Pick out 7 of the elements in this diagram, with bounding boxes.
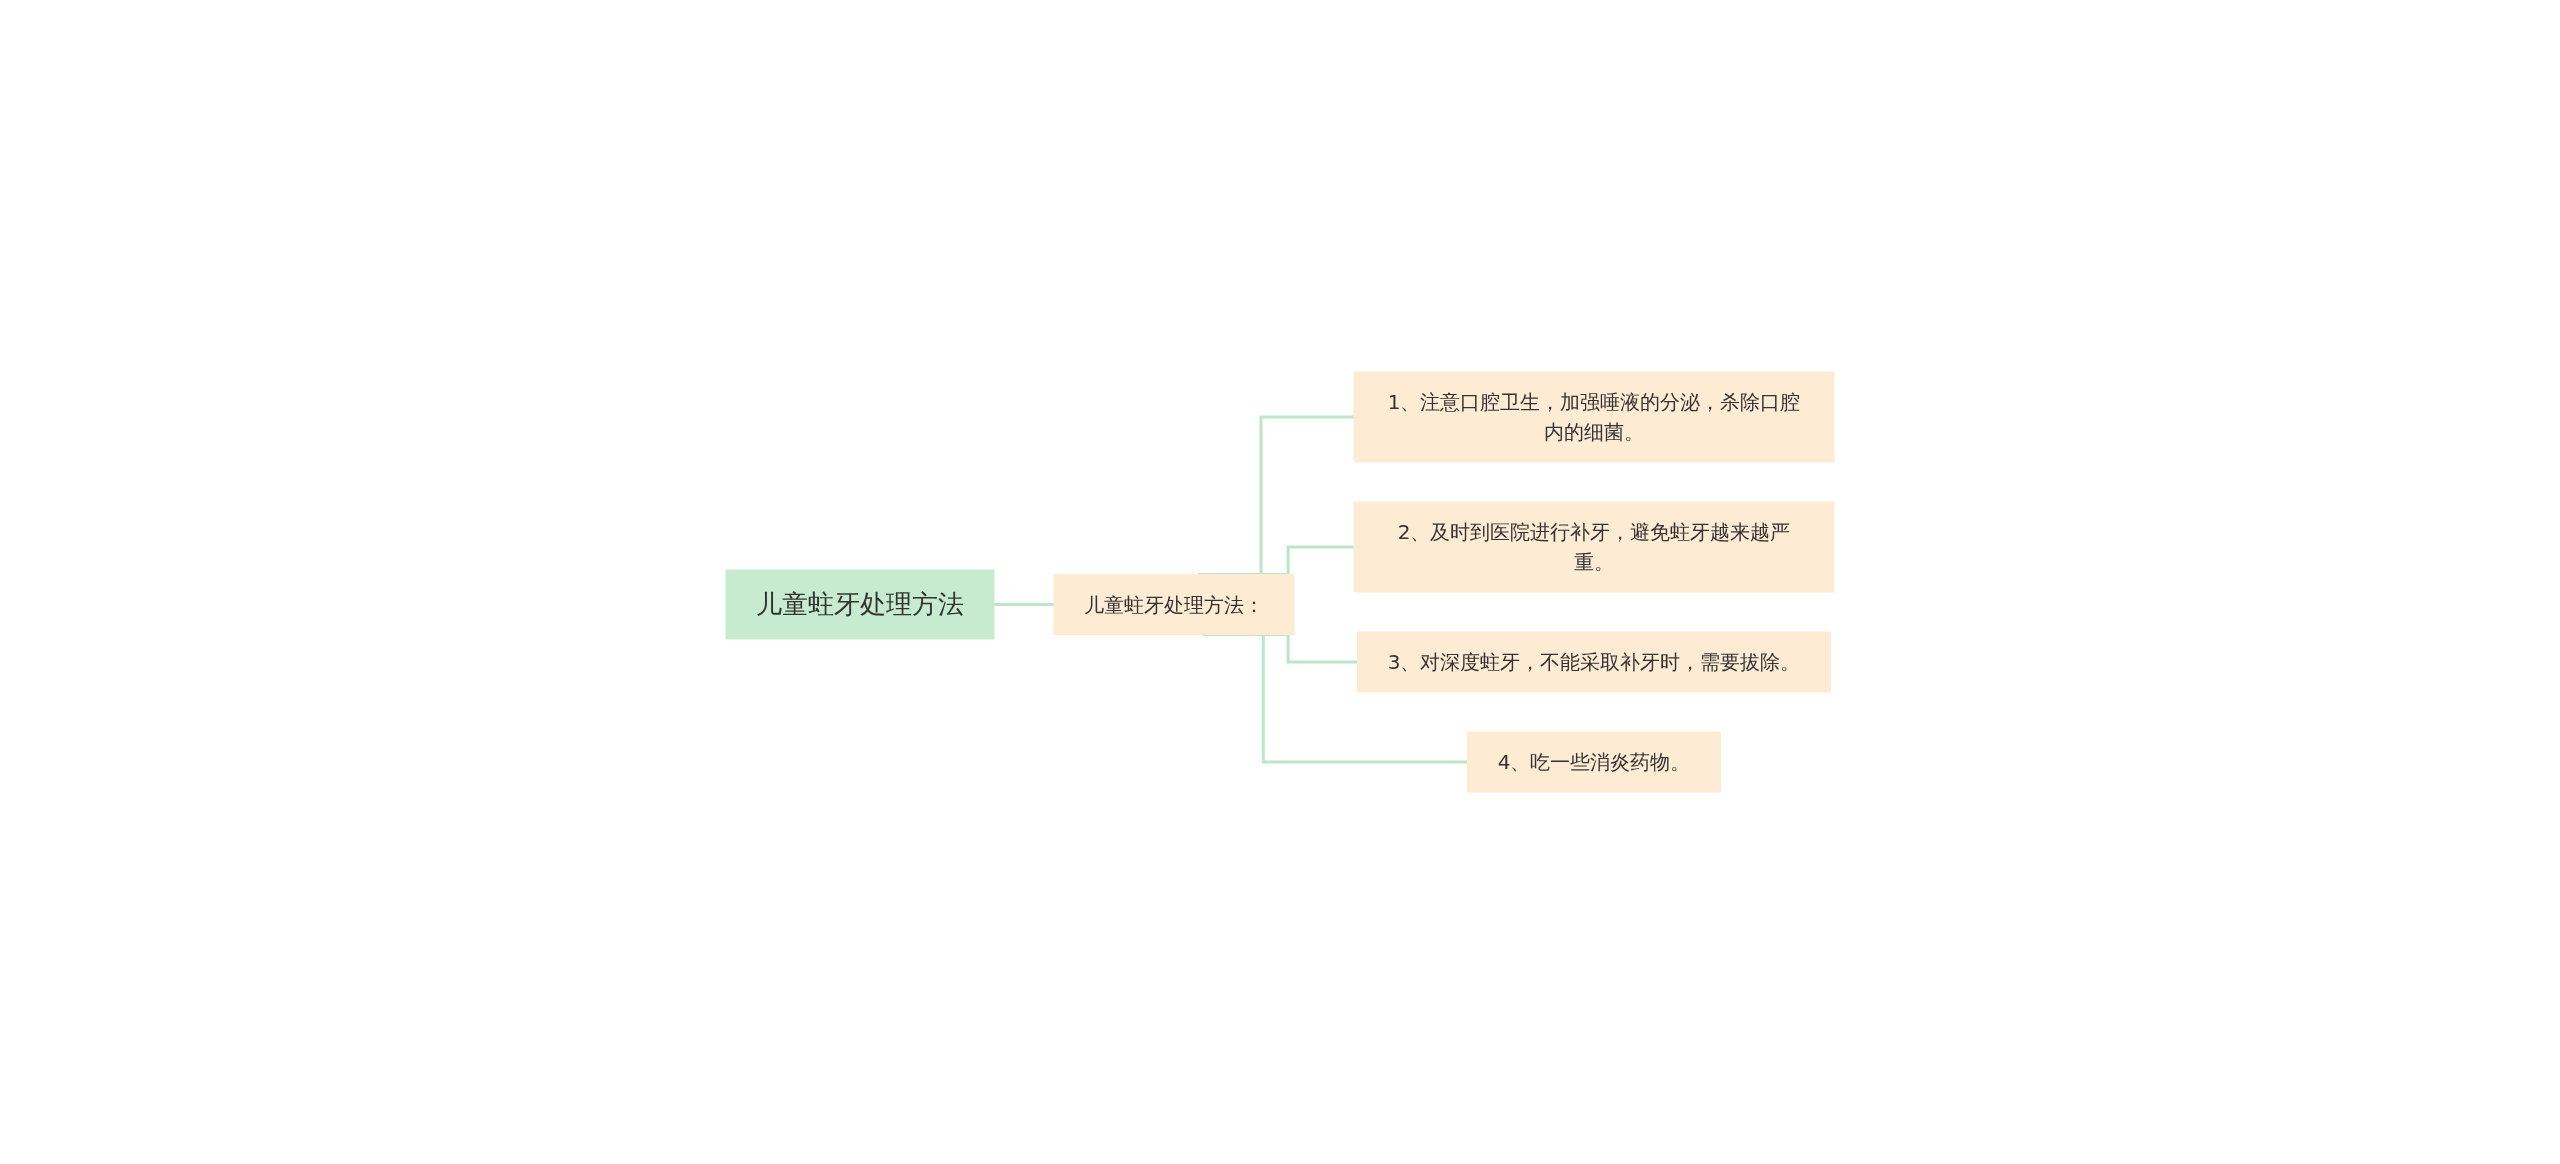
node-box: 4、吃一些消炎药物。 (1467, 731, 1721, 793)
node-box: 1、注意口腔卫生，加强唾液的分泌，杀除口腔内的细菌。 (1353, 371, 1835, 463)
node-box: 3、对深度蛀牙，不能采取补牙时，需要拔除。 (1357, 631, 1831, 693)
node-box: 儿童蛀牙处理方法： (1053, 574, 1295, 635)
node-box: 2、及时到医院进行补牙，避免蛀牙越来越严重。 (1353, 501, 1835, 593)
connector (994, 603, 1054, 606)
node-box: 儿童蛀牙处理方法 (725, 569, 995, 640)
